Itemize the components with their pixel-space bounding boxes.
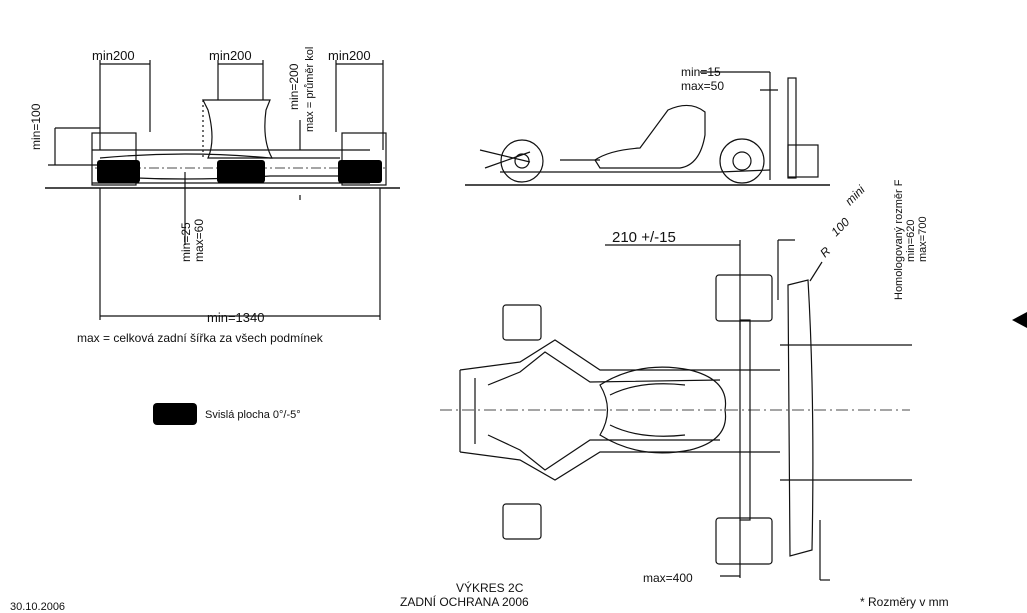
label-min100: min=100 [29, 103, 43, 150]
right-vertical-surface [338, 160, 382, 183]
label-radius-r: R [817, 244, 833, 260]
legend-text: Svislá plocha 0°/-5° [205, 409, 301, 421]
drawing-subtitle: ZADNÍ OCHRANA 2006 [400, 594, 529, 609]
label-radius-100: 100 [828, 215, 852, 239]
label-homolog-min: min=620 [905, 219, 917, 262]
drawing-title: VÝKRES 2C [456, 580, 524, 595]
center-vertical-surface [217, 160, 265, 183]
label-side-min15: min=15 [681, 65, 721, 79]
label-homolog-title: Homologovaný rozměr F [893, 179, 905, 300]
label-min200-right: min200 [328, 48, 371, 63]
label-max60: max=60 [192, 219, 206, 262]
legend-swatch [153, 403, 197, 425]
vertical-surfaces [97, 160, 382, 183]
label-min200-vertical: min=200 [287, 63, 301, 110]
page-marker-icon [1012, 312, 1027, 328]
rear-view [45, 60, 400, 320]
label-min200-center: min200 [209, 48, 252, 63]
label-min1340: min=1340 [207, 310, 264, 325]
date-label: 30.10.2006 [10, 601, 65, 613]
units-note: * Rozměry v mm [860, 595, 949, 609]
label-max-total-width: max = celková zadní šířka za všech podmí… [77, 331, 324, 345]
label-max400: max=400 [643, 571, 693, 585]
label-max-wheel: max = průměr kol [304, 47, 316, 132]
side-view [465, 71, 830, 186]
left-vertical-surface [97, 160, 140, 183]
top-view [440, 239, 912, 581]
label-min200-left: min200 [92, 48, 135, 63]
label-offset-210: 210 +/-15 [612, 229, 676, 246]
label-radius-mini: mini [842, 182, 868, 208]
label-homolog-max: max=700 [917, 216, 929, 262]
label-min25: min=25 [179, 222, 193, 262]
label-side-max50: max=50 [681, 79, 724, 93]
